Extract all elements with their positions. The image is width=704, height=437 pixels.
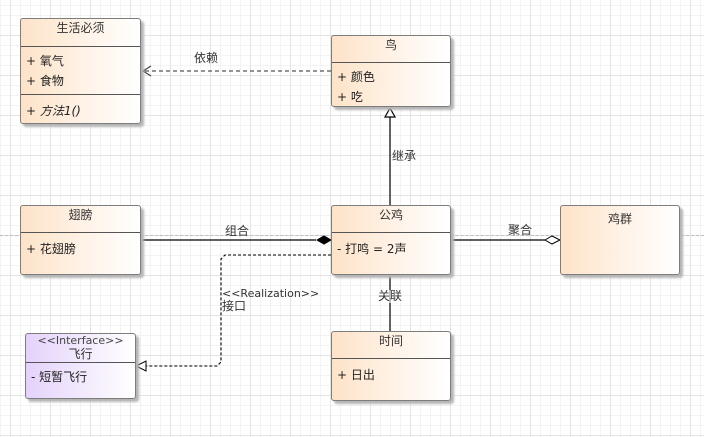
divider [26,362,135,363]
attribute: + 日出 [337,368,375,382]
attribute: + 颜色 [337,70,375,84]
class-name: 时间 [378,334,403,348]
attribute: + 花翅膀 [26,242,76,256]
composition-label: 组合 [225,224,250,238]
dependency-label: 依赖 [194,51,219,65]
class-bird[interactable]: 鸟 + 颜色 + 吃 [331,35,451,107]
hollow-triangle-icon [134,360,147,372]
class-name: 飞行 [68,347,93,361]
stereotype-label: <<Interface>> [37,334,124,347]
class-name: 鸡群 [607,212,632,226]
class-name: 公鸡 [378,208,403,222]
divider [332,62,450,63]
aggregation-connector[interactable] [451,235,562,245]
attribute: + 氧气 [26,54,64,68]
dependency-connector[interactable] [141,65,331,77]
class-wing[interactable]: 翅膀 + 花翅膀 [20,205,141,275]
divider [332,232,450,233]
aggregation-label: 聚合 [508,223,533,237]
class-time[interactable]: 时间 + 日出 [331,331,451,401]
interface-fly[interactable]: <<Interface>> 飞行 - 短暂飞行 [25,333,136,399]
interface-header: <<Interface>> 飞行 [26,334,135,362]
operation: + 方法1() [26,104,81,118]
attribute: - 短暂飞行 [31,370,88,384]
divider [21,46,140,47]
class-name: 生活必须 [56,21,105,35]
class-flock[interactable]: 鸡群 [560,205,680,275]
filled-diamond-icon [315,235,333,245]
inheritance-connector[interactable] [383,106,397,205]
realization-connector[interactable] [134,254,331,372]
class-name: 翅膀 [68,208,93,222]
divider [332,358,450,359]
attribute: + 食物 [26,74,64,88]
hollow-triangle-icon [383,106,397,118]
hollow-diamond-icon [543,235,562,245]
open-arrowhead-icon [141,65,152,77]
divider [21,94,140,95]
realization-stereotype-label: <<Realization>> [222,287,320,300]
attribute: + 吃 [337,90,363,104]
inheritance-label: 继承 [392,149,417,163]
class-name: 鸟 [384,38,397,52]
divider [21,232,140,233]
realization-label: 接口 [222,299,247,313]
attribute: - 打鸣 = 2声 [337,242,407,256]
class-necessities[interactable]: 生活必须 + 氧气 + 食物 + 方法1() [20,18,141,124]
association-label: 关联 [378,289,403,303]
class-rooster[interactable]: 公鸡 - 打鸣 = 2声 [331,205,451,275]
